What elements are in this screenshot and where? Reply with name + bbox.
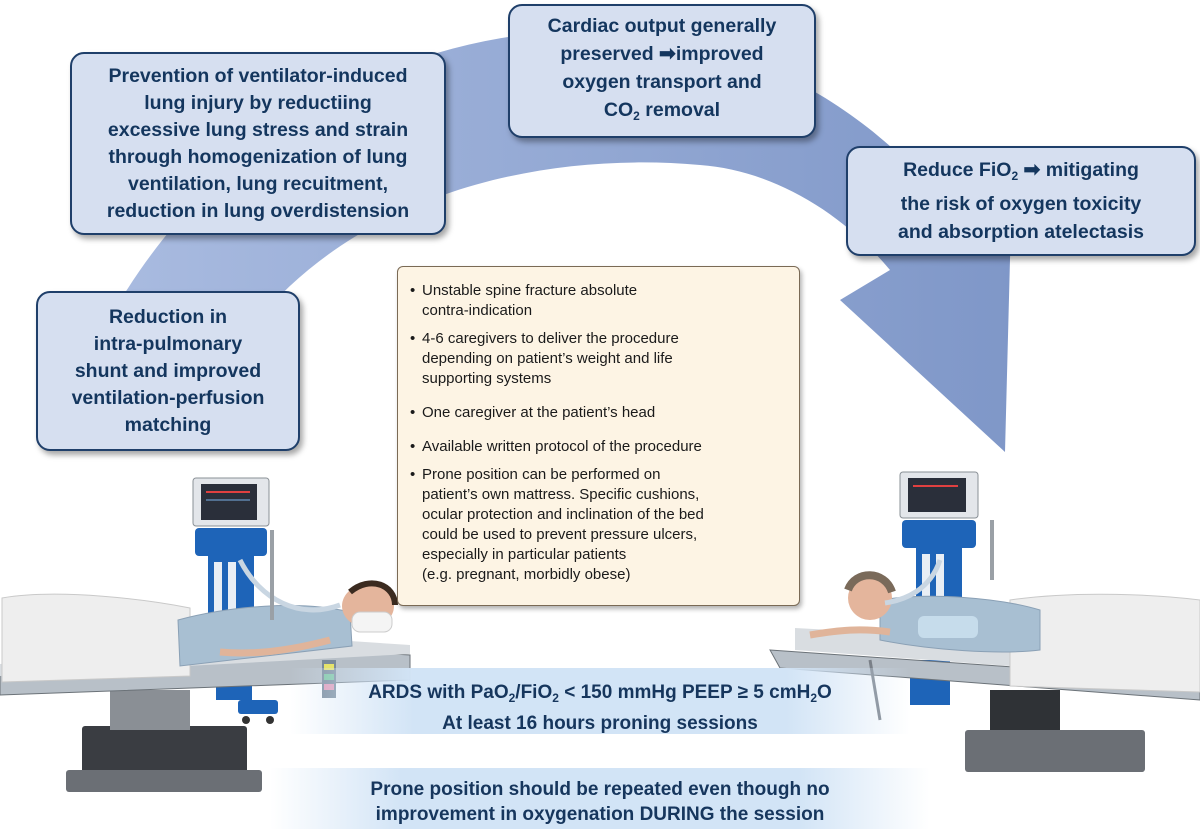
fio2-reduction-box: Reduce FiO2 ➡ mitigating the risk of oxy… <box>846 146 1196 256</box>
shunt-reduction-box: Reduction in intra-pulmonary shunt and i… <box>36 291 300 451</box>
fio2-line: Reduce FiO2 ➡ mitigating <box>903 159 1139 183</box>
patient-left <box>177 580 398 667</box>
cardiac-output-box: Cardiac output generally preserved ➡impr… <box>508 4 816 138</box>
repeat-proning-banner: Prone position should be repeated even t… <box>270 768 930 829</box>
list-item: Available written protocol of the proced… <box>408 437 789 457</box>
cardiac-line: Cardiac output generally <box>547 15 777 37</box>
cardiac-line: oxygen transport and <box>562 71 762 93</box>
repeat-line: Prone position should be repeated even t… <box>370 779 830 800</box>
list-item: One caregiver at the patient’s head <box>408 403 789 423</box>
vili-line: excessive lung stress and strain <box>107 118 409 141</box>
right-arrow-icon: ➡ <box>1023 159 1041 181</box>
right-arrow-icon: ➡ <box>659 43 676 65</box>
monitor-pole-left <box>270 530 274 620</box>
vili-line: lung injury by reductiing <box>144 91 372 114</box>
ventilator-tubing-left <box>237 558 341 613</box>
ards-criteria-banner: ARDS with PaO2/FiO2 < 150 mmHg PEEP ≥ 5 … <box>290 668 910 734</box>
shunt-line: ventilation-perfusion <box>71 386 265 409</box>
ventilator-tubing-right <box>884 559 943 606</box>
procedure-checklist: Unstable spine fracture absolute contra-… <box>397 266 800 606</box>
cardiac-line: preserved ➡improved <box>560 43 764 65</box>
shunt-line: matching <box>124 413 212 436</box>
vili-line: Prevention of ventilator-induced <box>108 64 408 87</box>
shunt-line: intra-pulmonary <box>93 332 243 355</box>
proning-duration-line: At least 16 hours proning sessions <box>442 713 758 734</box>
blanket-left <box>1 593 191 683</box>
list-item: Prone position can be performed on patie… <box>408 465 789 585</box>
cardiac-line: CO2 removal <box>603 99 721 123</box>
ventilator-right <box>899 471 994 705</box>
repeat-line: improvement in oxygenation DURING the se… <box>375 804 825 825</box>
fio2-line: and absorption atelectasis <box>898 221 1144 243</box>
shunt-line: Reduction in <box>108 305 228 328</box>
vili-line: through homogenization of lung <box>108 145 408 168</box>
list-item: 4-6 caregivers to deliver the procedure … <box>408 329 789 389</box>
vili-line: reduction in lung overdistension <box>106 199 410 222</box>
vili-line: ventilation, lung recuitment, <box>127 172 389 195</box>
ards-criteria-line: ARDS with PaO2/FiO2 < 150 mmHg PEEP ≥ 5 … <box>368 682 832 705</box>
vili-prevention-box: Prevention of ventilator-induced lung in… <box>70 52 446 235</box>
fio2-line: the risk of oxygen toxicity <box>900 193 1142 215</box>
shunt-line: shunt and improved <box>74 359 262 382</box>
list-item: Unstable spine fracture absolute contra-… <box>408 281 789 321</box>
patient-right <box>809 571 1041 653</box>
